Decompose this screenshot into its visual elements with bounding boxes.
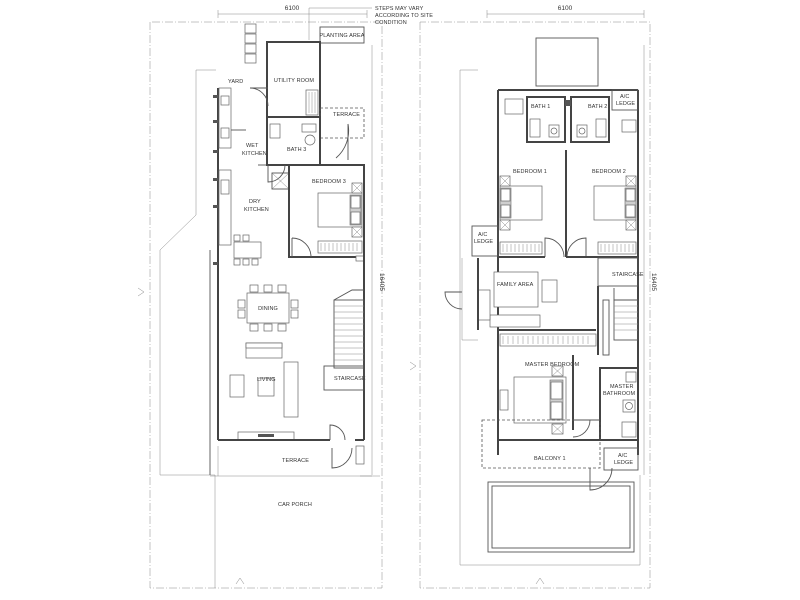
ground-width-dimension: 6100 <box>217 5 368 18</box>
ac-ledge-left-label-2: LEDGE <box>474 239 493 245</box>
ac-ledge-bottom-label-2: LEDGE <box>614 460 633 466</box>
planting-area-label: PLANTING AREA <box>319 33 364 39</box>
steps-note-line1: STEPS MAY VARY <box>375 6 424 12</box>
bath3-text: BATH 3 <box>287 147 306 153</box>
bath2-label: BATH 2 <box>588 104 607 110</box>
ground-floor-plan: 6100 STEPS MAY VARY ACCORDING TO SITE CO… <box>137 5 433 589</box>
ground-width-label: 6100 <box>285 5 300 12</box>
rear-terrace-label: TERRACE <box>333 112 360 118</box>
first-depth-dimension: 16405 <box>643 45 657 475</box>
first-depth-label: 16405 <box>650 273 657 291</box>
balcony1-label: BALCONY 1 <box>534 456 566 462</box>
staircase-steps <box>333 299 365 369</box>
master-bedroom-wardrobe <box>499 333 597 347</box>
ff-staircase-label: STAIRCASE <box>612 272 644 278</box>
front-terrace-label: TERRACE <box>282 458 309 464</box>
family-area-label: FAMILY AREA <box>497 282 534 288</box>
bedroom1-bed <box>499 175 543 231</box>
utility-room-label: UTILITY ROOM <box>274 78 315 84</box>
bedroom3-wardrobe <box>317 240 363 254</box>
bedroom2-label: BEDROOM 2 <box>592 169 626 175</box>
ac-ledge-bottom-label-1: A/C <box>618 453 627 459</box>
family-area-furniture <box>477 271 558 328</box>
first-floor-plan: 6100 16405 BATH 1 BATH 2 A/C LEDGE <box>409 5 657 589</box>
bedroom1-label: BEDROOM 1 <box>513 169 547 175</box>
wet-kitchen-label-2: KITCHEN <box>242 151 267 157</box>
master-bedroom-label: MASTER BEDROOM <box>525 362 580 368</box>
bedroom1-wardrobe <box>499 241 543 255</box>
ac-ledge-top-label-2: LEDGE <box>616 101 635 107</box>
bedroom2-wardrobe <box>597 241 637 255</box>
master-bed <box>499 365 567 435</box>
ac-ledge-top-label-1: A/C <box>620 94 629 100</box>
living-sofa-set <box>229 342 299 441</box>
first-width-label: 6100 <box>558 5 573 12</box>
kitchen-counter <box>213 87 232 265</box>
dry-kitchen-label-2: KITCHEN <box>244 207 269 213</box>
dining-label: DINING <box>258 306 278 312</box>
ground-depth-dimension: 16405 <box>371 45 385 475</box>
dry-kitchen-label-1: DRY <box>249 199 261 205</box>
master-bath-label-2: BATHROOM <box>603 391 635 397</box>
car-porch-label: CAR PORCH <box>278 502 312 508</box>
utility-shelves <box>305 89 319 116</box>
steps-note: STEPS MAY VARY ACCORDING TO SITE CONDITI… <box>308 6 433 40</box>
first-width-dimension: 6100 <box>486 5 645 18</box>
ground-depth-label: 16405 <box>378 273 385 291</box>
staircase-label: STAIRCASE <box>334 376 366 382</box>
steps-note-line3: CONDITION <box>375 20 407 26</box>
bath1-label: BATH 1 <box>531 104 550 110</box>
living-label: LIVING <box>257 377 276 383</box>
dining-table <box>237 284 299 332</box>
ac-ledge-left-label-1: A/C <box>478 232 487 238</box>
steps-note-line2: ACCORDING TO SITE <box>375 13 433 19</box>
wet-kitchen-label-1: WET <box>246 143 259 149</box>
yard-label: YARD <box>228 79 243 85</box>
bedroom3-label: BEDROOM 3 <box>312 179 346 185</box>
bedroom2-bed <box>593 175 637 231</box>
master-bath-label-1: MASTER <box>610 384 634 390</box>
bedroom3-bed <box>317 182 363 238</box>
